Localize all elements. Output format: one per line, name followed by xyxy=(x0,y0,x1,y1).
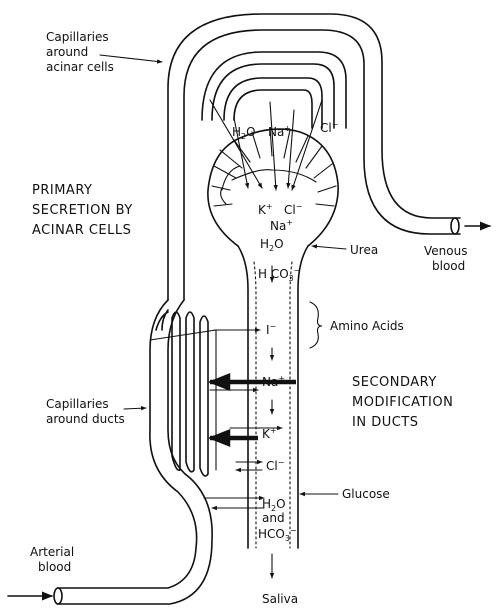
ion-acinar-k: K+ xyxy=(258,202,273,217)
ion-duct-hco3: HCO3− xyxy=(258,526,297,543)
duct xyxy=(238,246,308,548)
ion-top-na: Na+ xyxy=(268,124,291,139)
duct-capillaries xyxy=(58,300,216,604)
ion-duct-cl: Cl− xyxy=(266,458,284,473)
ion-acinar-na: Na+ xyxy=(270,218,293,233)
svg-text:around: around xyxy=(46,45,88,59)
svg-text:blood: blood xyxy=(38,560,71,574)
svg-text:SECONDARY: SECONDARY xyxy=(352,375,437,390)
capillaries-ducts-label: Capillaries around ducts xyxy=(46,397,125,426)
ion-top-cl: Cl− xyxy=(320,120,338,135)
svg-text:ACINAR CELLS: ACINAR CELLS xyxy=(32,223,131,238)
ion-duct-and: and xyxy=(262,511,285,525)
svg-text:Capillaries: Capillaries xyxy=(46,397,109,411)
svg-text:around ducts: around ducts xyxy=(46,412,125,426)
venous-blood-label: Venous blood xyxy=(424,244,467,273)
amino-acids-label: Amino Acids xyxy=(330,319,404,333)
primary-secretion-label: PRIMARY SECRETION BY ACINAR CELLS xyxy=(32,183,133,238)
arterial-blood-label: Arterial blood xyxy=(30,545,74,574)
svg-text:IN DUCTS: IN DUCTS xyxy=(352,415,419,430)
svg-text:Capillaries: Capillaries xyxy=(46,30,109,44)
svg-text:PRIMARY: PRIMARY xyxy=(32,183,92,198)
svg-text:MODIFICATION: MODIFICATION xyxy=(352,395,453,410)
ion-duct-na: Na+ xyxy=(262,374,285,389)
acinar-flux-arrows xyxy=(210,100,322,282)
capillaries-acinar-label: Capillaries around acinar cells xyxy=(46,30,114,74)
ion-duct-k: K+ xyxy=(262,426,277,441)
svg-text:acinar cells: acinar cells xyxy=(46,60,114,74)
arterial-inflow xyxy=(8,588,62,604)
ion-acinar-cl: Cl− xyxy=(284,202,302,217)
label-pointers xyxy=(100,55,346,494)
svg-text:Venous: Venous xyxy=(424,244,467,258)
secondary-modification-label: SECONDARY MODIFICATION IN DUCTS xyxy=(352,375,453,430)
ion-top-h2o: H2O xyxy=(232,125,256,141)
urea-label: Urea xyxy=(350,243,378,257)
ion-duct-i: I− xyxy=(266,322,276,337)
svg-text:Arterial: Arterial xyxy=(30,545,74,559)
venous-outflow xyxy=(451,218,490,234)
ion-acinar-hco3: H CO3− xyxy=(258,266,300,283)
saliva-label: Saliva xyxy=(262,592,298,606)
svg-text:blood: blood xyxy=(432,259,465,273)
glucose-label: Glucose xyxy=(342,487,390,501)
svg-text:SECRETION BY: SECRETION BY xyxy=(32,203,133,218)
ion-acinar-h2o: H2O xyxy=(260,237,284,253)
